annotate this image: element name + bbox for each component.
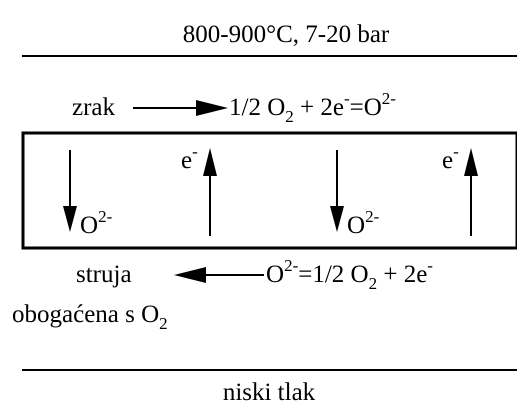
input-reaction-part-c: =O xyxy=(350,94,382,121)
electron-arrow-1-head-icon xyxy=(203,148,217,176)
output-arrow-head-icon xyxy=(174,267,206,283)
output-product-line1: struja xyxy=(76,261,132,288)
output-product-line2: obogaćena s O2 xyxy=(12,301,168,333)
input-reaction-sup-c: 2- xyxy=(382,89,397,108)
output-reaction-sup-c: - xyxy=(427,256,433,275)
input-arrow-head-icon xyxy=(196,100,228,116)
input-reaction-equation: 1/2 O2 + 2e-=O2- xyxy=(229,89,396,126)
electron-arrow-2-head-icon xyxy=(464,148,478,176)
input-reaction-sup-b: - xyxy=(344,89,350,108)
output-reaction-part-c: + 2e xyxy=(377,261,427,288)
bottom-condition-label: niski tlak xyxy=(223,379,316,405)
output-reaction-sup-a: 2- xyxy=(284,256,299,275)
ion-label-2: O2- xyxy=(347,207,380,239)
ion-arrow-2-head-icon xyxy=(330,206,344,232)
input-source-label: zrak xyxy=(72,94,116,121)
output-reaction-part-a: O xyxy=(266,261,284,288)
ion-arrow-1-head-icon xyxy=(63,206,77,232)
ion-label-1: O2- xyxy=(80,207,113,239)
output-reaction-equation: O2-=1/2 O2 + 2e- xyxy=(266,256,433,293)
electron-label-1: e- xyxy=(181,142,198,174)
membrane-box xyxy=(21,131,517,250)
electron-label-2: e- xyxy=(442,142,459,174)
top-condition-label: 800-900°C, 7-20 bar xyxy=(183,21,390,48)
input-reaction-part-b: + 2e xyxy=(294,94,344,121)
output-reaction-part-b: =1/2 O xyxy=(298,261,368,288)
input-reaction-part-a: 1/2 O xyxy=(229,94,285,121)
input-reaction-sub: 2 xyxy=(285,107,294,126)
output-reaction-sub-b: 2 xyxy=(369,274,378,293)
